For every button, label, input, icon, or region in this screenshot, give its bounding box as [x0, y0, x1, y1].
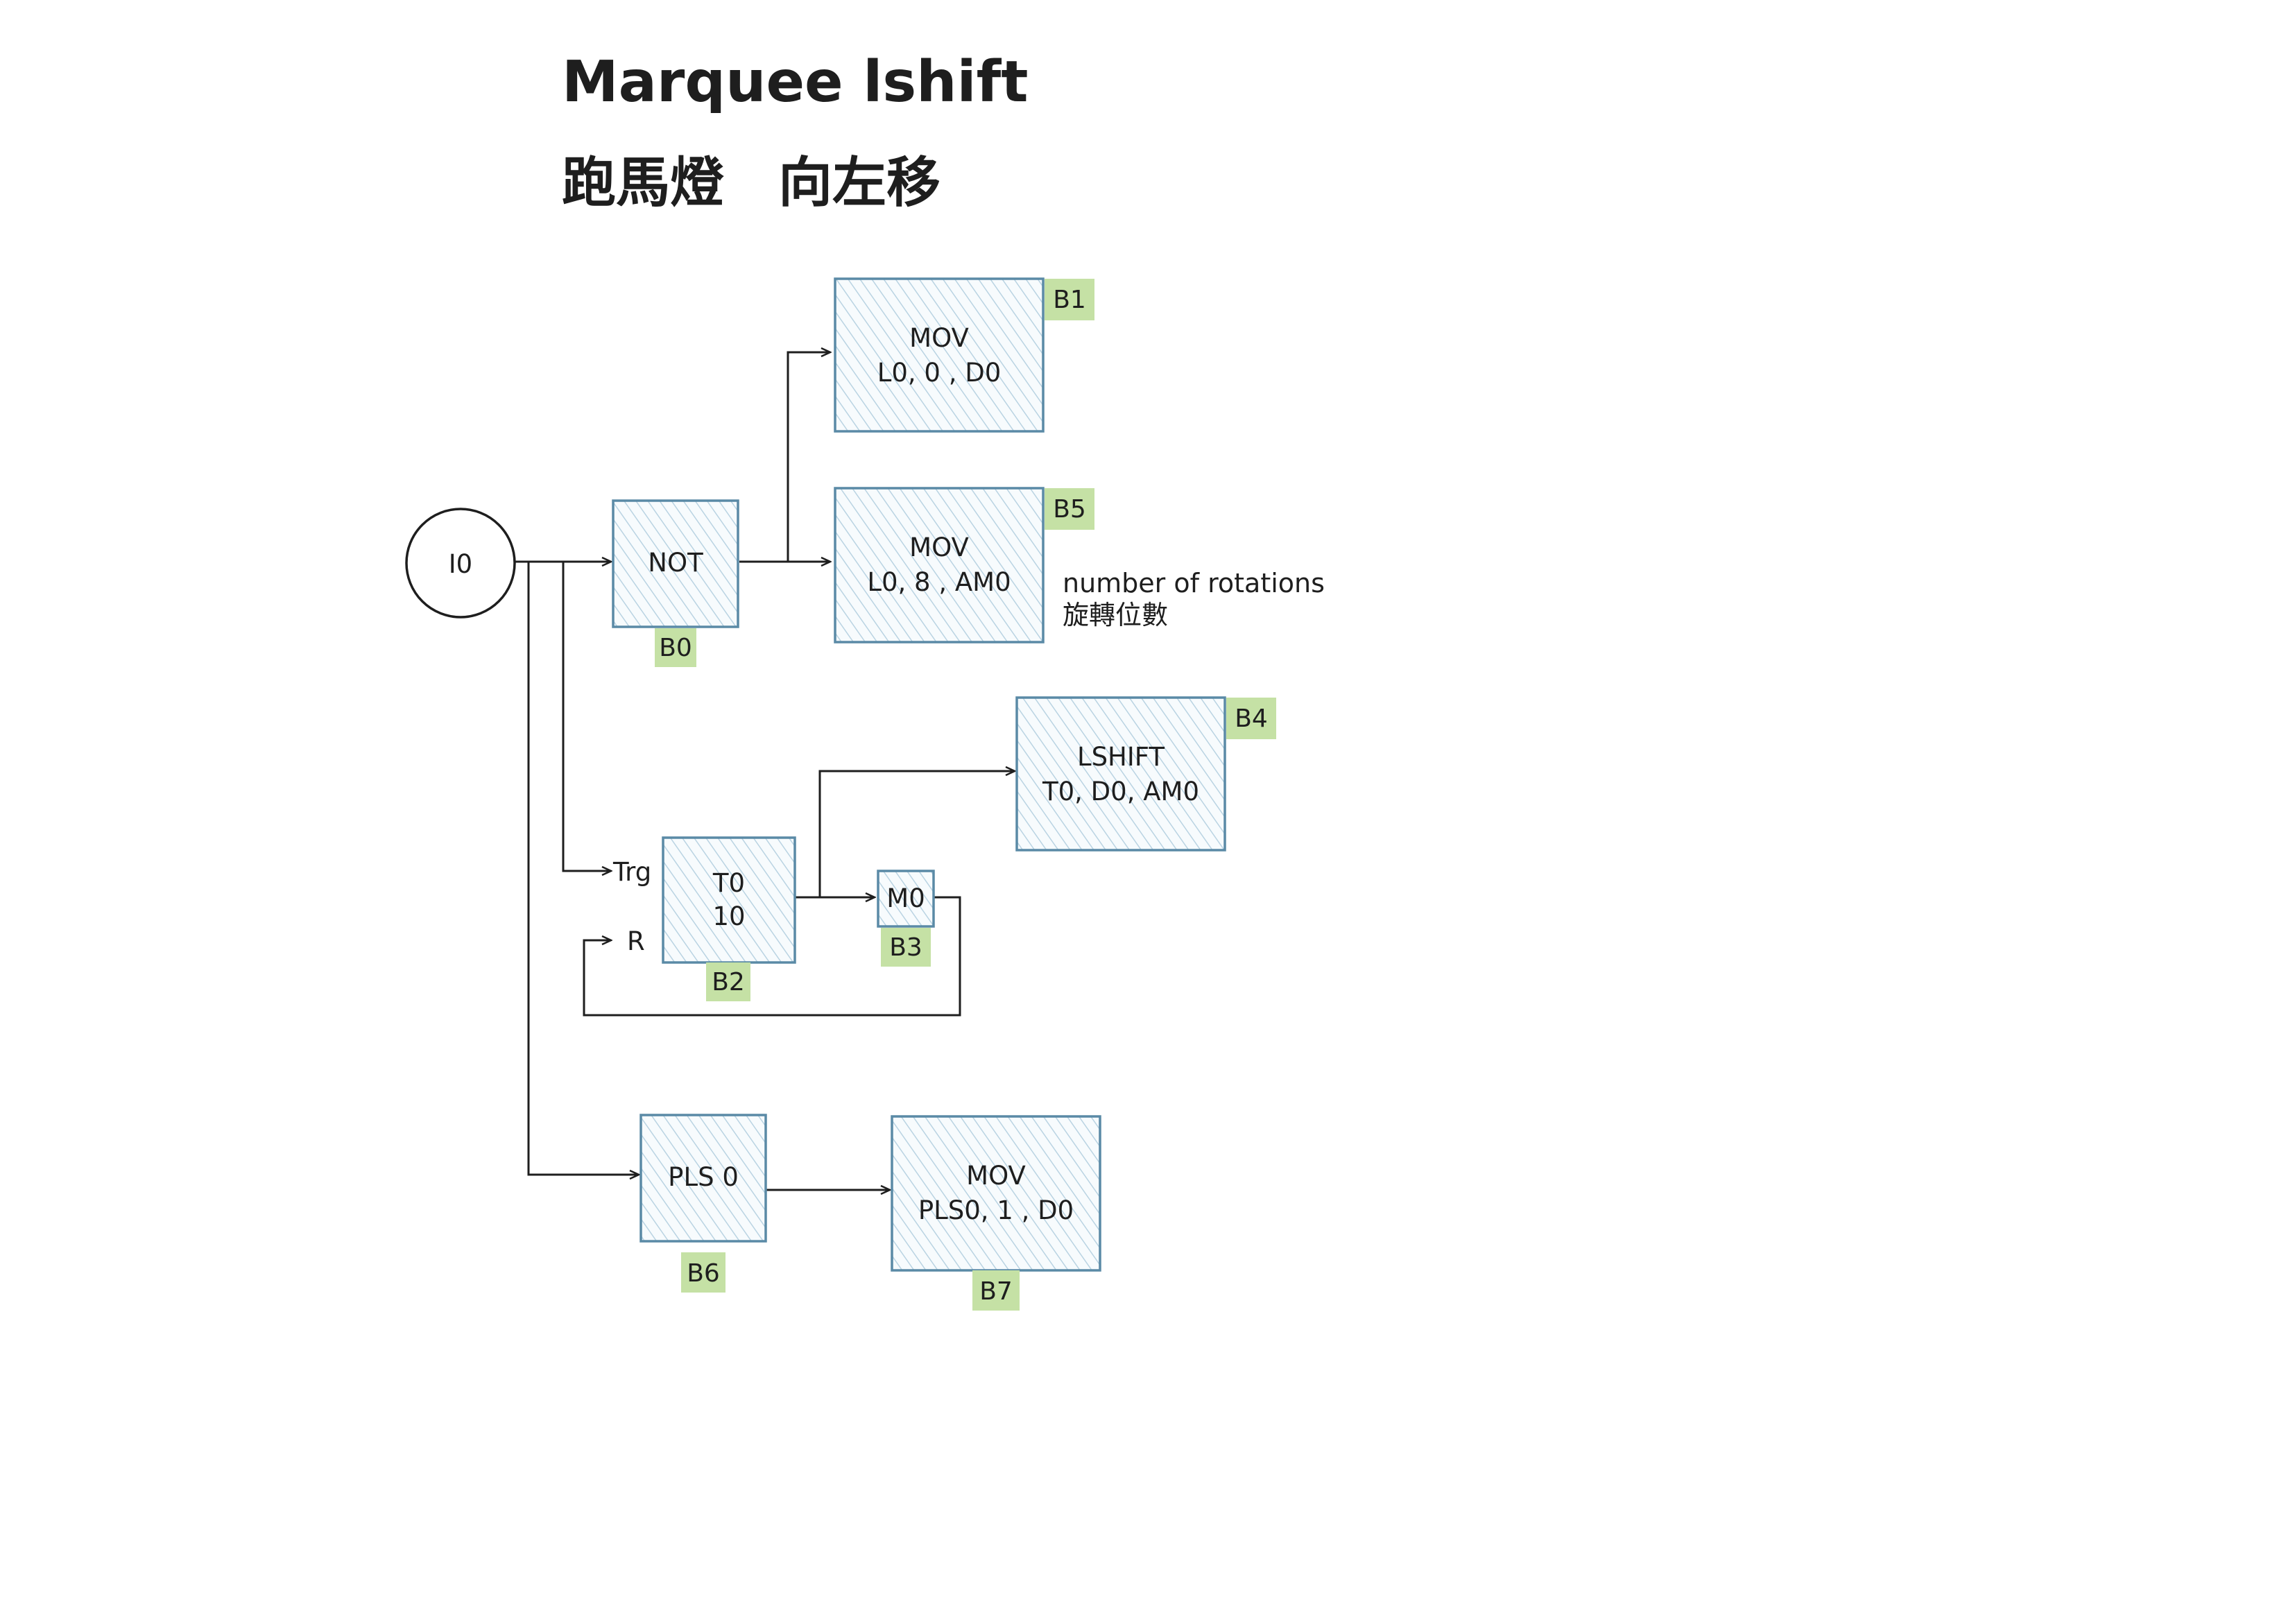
wire-t0-to-lshift	[818, 771, 1014, 897]
block-timer-box	[662, 836, 796, 964]
block-m0-box	[877, 870, 935, 928]
diagram-subtitle: 跑馬燈 向左移	[562, 152, 941, 214]
tag-b3-label: B3	[889, 933, 922, 962]
wire-not-to-mov-b1	[787, 352, 830, 562]
tag-b5-label: B5	[1053, 495, 1086, 524]
block-timer-name: T0	[712, 868, 745, 898]
wire-i0-to-pls	[527, 562, 638, 1175]
block-timer-preset: 10	[712, 901, 745, 931]
tag-b2-label: B2	[712, 968, 745, 996]
tag-b6-label: B6	[687, 1259, 720, 1288]
block-lshift-args: T0, D0, AM0	[1042, 777, 1199, 806]
tag-b0	[655, 628, 696, 667]
tag-b7	[972, 1270, 1020, 1311]
pin-reset-label: R	[627, 926, 645, 956]
rotation-note-zh: 旋轉位數	[1063, 600, 1168, 630]
rotation-note: number of rotations 旋轉位數	[1063, 568, 1325, 630]
block-mov-b1: MOV L0, 0 , D0 B1	[834, 277, 1094, 433]
tag-b7-label: B7	[979, 1277, 1013, 1306]
pin-trigger-label: Trg	[612, 857, 651, 887]
block-pls-box	[639, 1114, 767, 1243]
block-mov-b7-op: MOV	[966, 1161, 1026, 1191]
block-pls: PLS 0 B6	[639, 1114, 767, 1293]
block-timer: T0 10 Trg R B2	[612, 836, 796, 1001]
block-lshift: LSHIFT T0, D0, AM0 B4	[1015, 696, 1276, 852]
block-lshift-op: LSHIFT	[1077, 742, 1165, 772]
block-mov-b7-args: PLS0, 1 , D0	[918, 1195, 1074, 1225]
block-mov-b5-args: L0, 8 , AM0	[867, 567, 1011, 597]
block-pls-label: PLS 0	[668, 1162, 739, 1192]
tag-b5	[1045, 488, 1094, 530]
diagram-title: Marquee lshift	[562, 49, 1029, 115]
block-not-box	[612, 499, 739, 628]
block-mov-b5-box	[834, 487, 1045, 643]
input-node-circle	[405, 508, 516, 619]
tag-b1	[1045, 279, 1094, 320]
block-m0-label: M0	[886, 883, 925, 913]
input-node-i0: I0	[405, 508, 516, 619]
input-node-label: I0	[449, 549, 472, 579]
block-mov-b7: MOV PLS0, 1 , D0 B7	[891, 1115, 1101, 1311]
block-not: NOT B0	[612, 499, 739, 667]
block-mov-b1-op: MOV	[909, 323, 969, 353]
block-mov-b7-box	[891, 1115, 1101, 1272]
tag-b3	[881, 928, 931, 967]
tag-b0-label: B0	[659, 634, 692, 662]
block-m0: M0 B3	[877, 870, 935, 967]
block-mov-b1-box	[834, 277, 1045, 433]
wire-m0-to-reset	[583, 896, 961, 1017]
block-lshift-box	[1015, 696, 1226, 852]
tag-b6	[681, 1252, 725, 1293]
connections	[515, 352, 1014, 1190]
rotation-note-en: number of rotations	[1063, 568, 1325, 598]
block-mov-b1-args: L0, 0 , D0	[877, 358, 1002, 388]
block-mov-b5: MOV L0, 8 , AM0 B5	[834, 487, 1094, 643]
tag-b2	[706, 962, 750, 1001]
block-mov-b5-op: MOV	[909, 533, 969, 562]
tag-b4-label: B4	[1235, 705, 1268, 733]
wire-i0-to-trg	[562, 562, 610, 871]
block-not-label: NOT	[648, 548, 703, 578]
tag-b1-label: B1	[1053, 286, 1086, 314]
tag-b4	[1226, 698, 1276, 739]
